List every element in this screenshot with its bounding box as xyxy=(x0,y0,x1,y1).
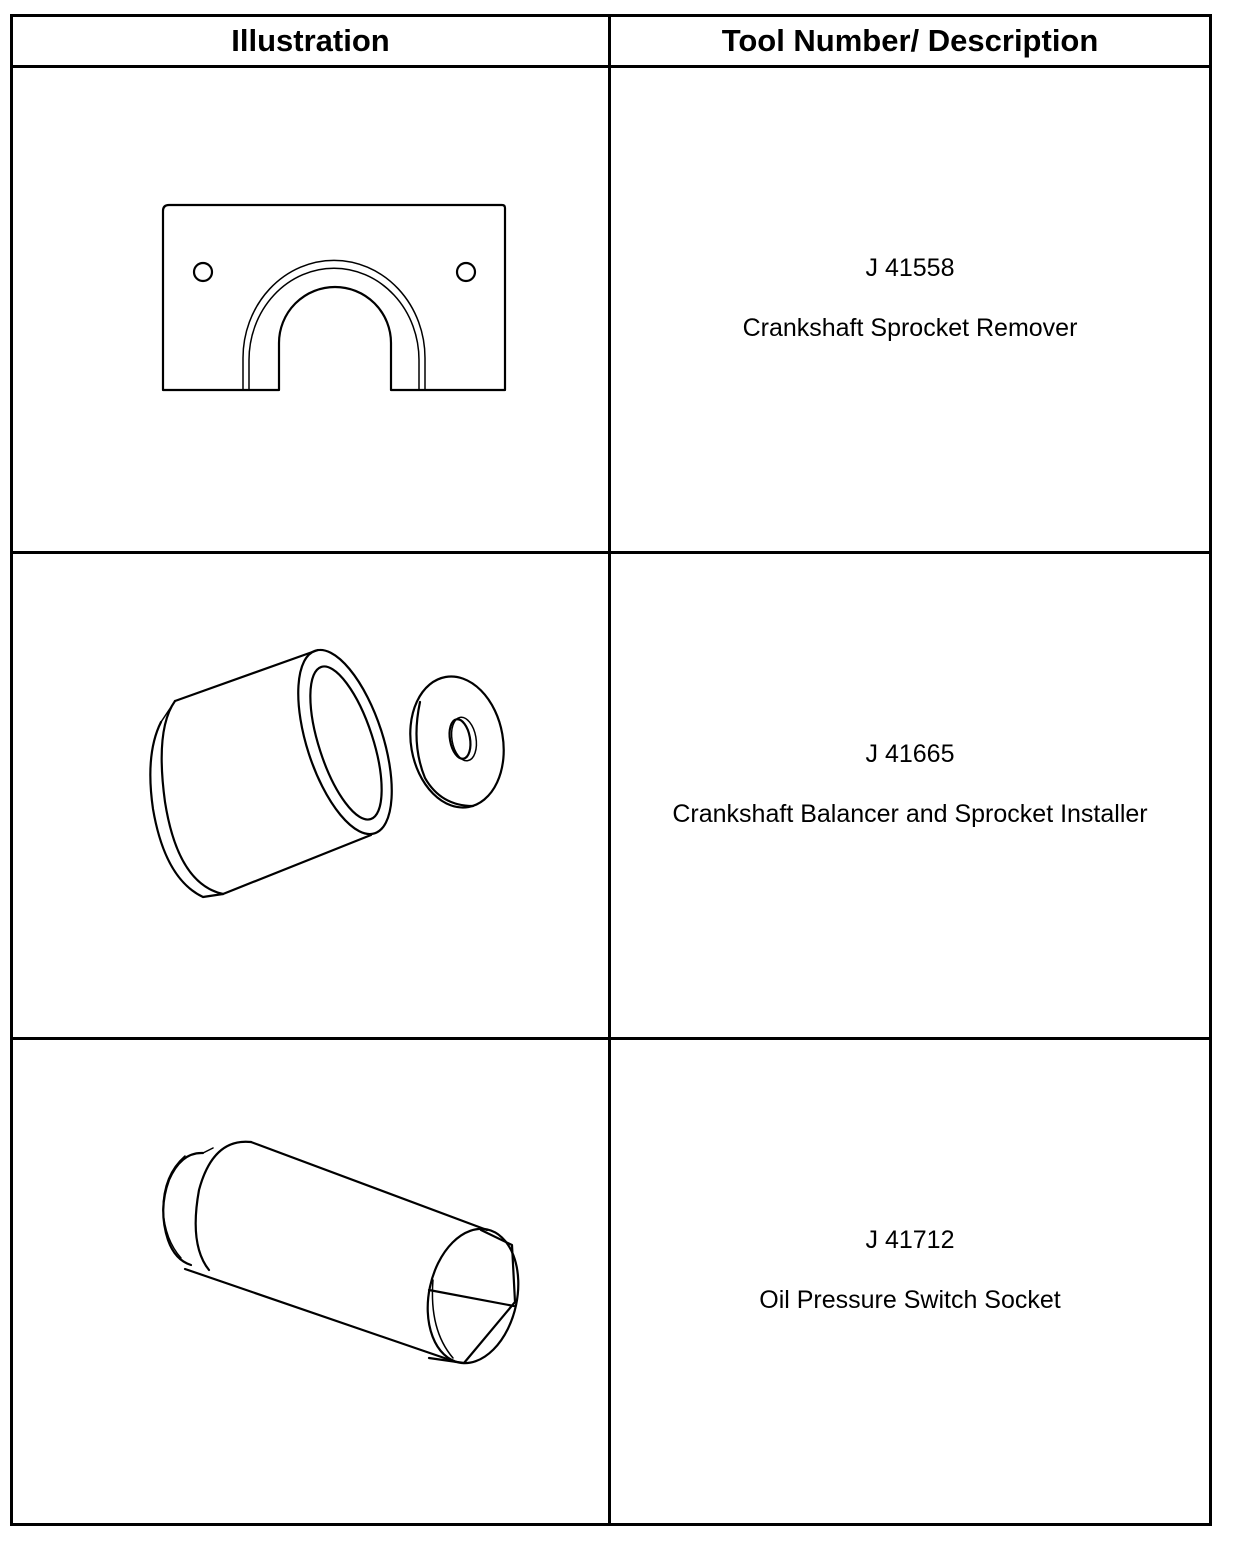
oil-pressure-socket-icon xyxy=(162,1140,520,1365)
description-cell: J 41712 Oil Pressure Switch Socket xyxy=(608,1037,1212,1526)
tool-info: J 41712 Oil Pressure Switch Socket xyxy=(611,1226,1209,1315)
description-cell: J 41558 Crankshaft Sprocket Remover xyxy=(608,65,1212,554)
tool-description: Crankshaft Sprocket Remover xyxy=(742,314,1078,342)
tool-number: J 41558 xyxy=(865,254,955,282)
description-column-header: Tool Number/ Description xyxy=(608,14,1212,68)
tool-number: J 41712 xyxy=(865,1226,955,1254)
table-row: J 41665 Crankshaft Balancer and Sprocket… xyxy=(10,551,1212,1040)
table-row: J 41558 Crankshaft Sprocket Remover xyxy=(10,65,1212,554)
illustration-cell xyxy=(10,551,611,1040)
header-row: Illustration Tool Number/ Description xyxy=(10,14,1212,68)
table-row: J 41712 Oil Pressure Switch Socket xyxy=(10,1037,1212,1526)
tool-description: Oil Pressure Switch Socket xyxy=(759,1286,1061,1314)
tool-number: J 41665 xyxy=(865,740,955,768)
tool-info: J 41665 Crankshaft Balancer and Sprocket… xyxy=(611,740,1209,829)
illustration-cell xyxy=(10,1037,611,1526)
special-tools-table: Illustration Tool Number/ Description xyxy=(10,14,1212,1526)
description-cell: J 41665 Crankshaft Balancer and Sprocket… xyxy=(608,551,1212,1040)
balancer-installer-icon xyxy=(149,648,505,899)
illustration-cell xyxy=(10,65,611,554)
illustration-column-header: Illustration xyxy=(10,14,611,68)
tool-description: Crankshaft Balancer and Sprocket Install… xyxy=(672,800,1148,828)
tool-info: J 41558 Crankshaft Sprocket Remover xyxy=(611,254,1209,343)
sprocket-remover-plate-icon xyxy=(161,203,507,392)
